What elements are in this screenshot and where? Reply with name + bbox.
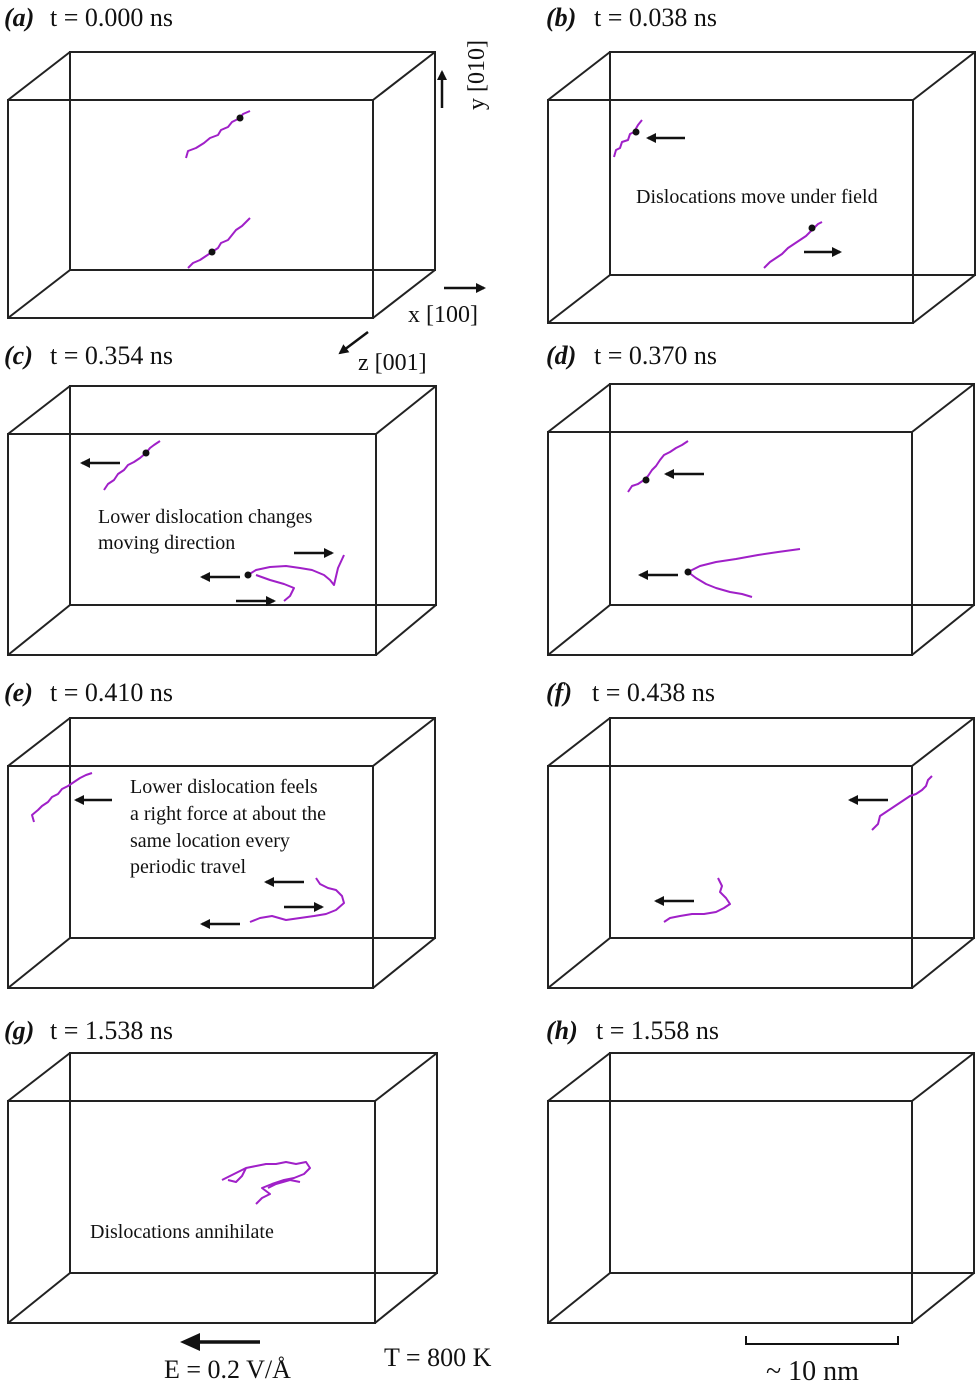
panel-d: (d) t = 0.370 ns (546, 341, 975, 656)
panel-b: (b) t = 0.038 ns Dislocations move under… (546, 3, 976, 324)
panel-a-dislocation-lower-core (208, 248, 216, 256)
panel-c-dislocation-upper-core (142, 449, 150, 457)
panel-e-letter: (e) (4, 678, 33, 707)
panel-e: (e) t = 0.410 ns Lower dislocation feels… (4, 678, 436, 989)
panel-a-letter: (a) (4, 3, 34, 32)
panel-c: (c) t = 0.354 ns Lower dislocation chang… (4, 341, 437, 656)
panel-a-box (7, 51, 436, 319)
panel-a-time: t = 0.000 ns (50, 3, 173, 32)
panel-b-time: t = 0.038 ns (594, 3, 717, 32)
field-label: E = 0.2 V/Å (164, 1355, 291, 1384)
panel-a: (a) t = 0.000 ns (4, 3, 436, 319)
panel-b-letter: (b) (546, 3, 576, 32)
panel-g-time: t = 1.538 ns (50, 1016, 173, 1045)
scale-bar (745, 1336, 899, 1345)
panel-h-time: t = 1.558 ns (596, 1016, 719, 1045)
panel-f-box (547, 717, 975, 989)
panel-f-dislocation-upper (871, 775, 933, 831)
panel-e-dislocation-upper (31, 772, 93, 823)
panel-c-box (7, 385, 437, 656)
panel-d-dislocation-upper-core (642, 476, 650, 484)
panel-e-annotation-line2: a right force at about the (130, 803, 326, 825)
panel-b-dislocation-upper-core (632, 128, 640, 136)
panel-d-dislocation-lower-core (684, 568, 692, 576)
panel-c-letter: (c) (4, 341, 33, 370)
x-axis-label: x [100] (408, 302, 478, 328)
footer: E = 0.2 V/Å T = 800 K ~ 10 nm (164, 1333, 899, 1385)
panel-g-dislocation-remnant (221, 1161, 311, 1205)
panel-d-box (547, 383, 975, 656)
panel-e-dislocation-lower (249, 877, 345, 923)
panel-f-time: t = 0.438 ns (592, 678, 715, 707)
field-arrow-head (180, 1333, 200, 1351)
panel-a-dislocation-upper-core (236, 114, 244, 122)
panel-e-annotation-line4: periodic travel (130, 856, 246, 878)
panel-g-box (7, 1052, 438, 1324)
panel-g: (g) t = 1.538 ns Dislocations annihilate (4, 1016, 438, 1324)
panel-c-dislocation-upper (103, 440, 161, 491)
panel-f: (f) t = 0.438 ns (546, 678, 975, 989)
scale-label: ~ 10 nm (766, 1356, 859, 1385)
temperature-label: T = 800 K (384, 1343, 492, 1372)
z-axis-label: z [001] (358, 350, 427, 376)
panel-c-annotation-line1: Lower dislocation changes (98, 506, 313, 528)
panel-d-letter: (d) (546, 341, 576, 370)
y-axis-label: y [010] (464, 40, 490, 110)
panel-c-annotation-line2: moving direction (98, 532, 235, 554)
panel-e-box (7, 717, 436, 989)
panel-g-letter: (g) (4, 1016, 34, 1045)
panel-e-annotation-line3: same location every (130, 830, 290, 852)
panel-e-time: t = 0.410 ns (50, 678, 173, 707)
panel-b-box (547, 51, 976, 324)
panel-c-time: t = 0.354 ns (50, 341, 173, 370)
panel-f-dislocation-lower (663, 877, 731, 923)
panel-h-letter: (h) (546, 1016, 578, 1045)
panel-d-dislocation-lower (687, 548, 801, 598)
panel-f-letter: (f) (546, 678, 572, 707)
panel-b-dislocation-lower-core (808, 224, 816, 232)
panel-c-dislocation-lower (247, 554, 345, 602)
panel-b-dislocation-upper (613, 119, 643, 158)
panel-b-annotation: Dislocations move under field (636, 186, 878, 208)
panel-h: (h) t = 1.558 ns (546, 1016, 975, 1324)
panel-g-annotation: Dislocations annihilate (90, 1221, 274, 1243)
panel-h-box (547, 1052, 975, 1324)
axes-indicator: y [010] x [100] z [001] (338, 40, 490, 376)
panel-a-dislocation-lower (187, 217, 251, 269)
z-axis-arrow (338, 331, 369, 355)
panel-e-annotation-line1: Lower dislocation feels (130, 776, 318, 798)
panel-d-dislocation-upper (627, 440, 689, 493)
panel-d-time: t = 0.370 ns (594, 341, 717, 370)
panel-c-dislocation-lower-core (244, 571, 252, 579)
